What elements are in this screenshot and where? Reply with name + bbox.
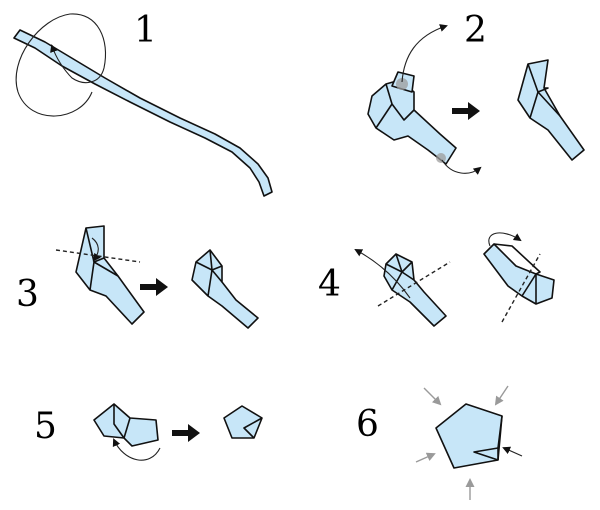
paper-strip [13, 29, 273, 197]
tighten-arrow [502, 446, 523, 457]
step-3-number: 3 [16, 274, 39, 315]
tuck-arrow [488, 232, 522, 247]
tie-knot-loop-arrow [15, 13, 107, 117]
next-arrow [140, 278, 168, 296]
step-1: 1 [13, 10, 273, 197]
tightened-knot [517, 59, 585, 161]
fold-arrow [91, 237, 101, 262]
fold-line [501, 253, 541, 323]
step-5: 5 [34, 403, 263, 461]
pull-arrow-down [441, 159, 482, 175]
pull-point-bottom [436, 153, 446, 163]
pull-point-top [396, 78, 408, 90]
step-2: 2 [367, 10, 585, 175]
finished-pentagon-small [223, 405, 263, 439]
step-2-number: 2 [464, 10, 487, 51]
pentagon-final [435, 403, 503, 469]
tuck-in-arrow [112, 438, 161, 461]
pull-arrow-up [401, 24, 448, 83]
step-4-number: 4 [318, 264, 341, 305]
step-3: 3 [16, 225, 259, 329]
fold-back-arrow [354, 249, 411, 299]
step-4: 4 [318, 232, 555, 327]
push-arrow [494, 385, 509, 406]
fold-line [377, 261, 451, 307]
next-arrow [452, 102, 480, 120]
step-6-number: 6 [356, 404, 379, 445]
push-arrow [415, 452, 436, 463]
step-6: 6 [356, 385, 523, 500]
pentagon-with-tail [93, 403, 159, 447]
step-5-number: 5 [34, 406, 57, 447]
push-arrow [423, 387, 442, 406]
knotted-strip [75, 225, 145, 325]
folded-end-strip [191, 249, 259, 329]
strip-with-pentagon-end [383, 253, 447, 327]
step-1-number: 1 [134, 10, 157, 51]
next-arrow [172, 424, 200, 442]
